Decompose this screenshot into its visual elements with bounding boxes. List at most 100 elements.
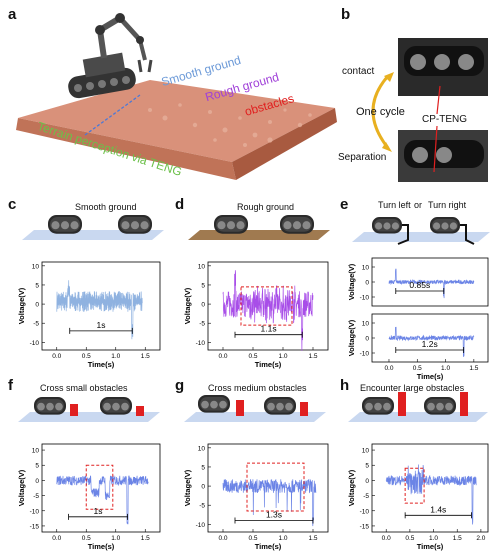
robot-e-2	[430, 217, 460, 234]
plot-f-ytick-label: -10	[30, 508, 40, 515]
plot-c-frame	[41, 261, 161, 351]
plot-c-xtick-label: 0.0	[52, 353, 61, 360]
plot-e-bottom-xtick-label: 0.5	[413, 365, 422, 372]
plot-e-top-ytick-label: 0	[365, 280, 369, 287]
plot-d-ytick-label: 0	[201, 302, 205, 309]
plot-f-xtick-label: 1.0	[111, 535, 120, 542]
robot-e-1	[372, 217, 402, 234]
title-e-or: or	[414, 200, 423, 210]
plot-e-bottom-xlabel: Time(s)	[417, 372, 444, 381]
plot-f-xtick-label: 1.5	[141, 535, 150, 542]
terrain-slab-side	[232, 108, 337, 180]
plot-h-xtick-label: 1.0	[429, 535, 438, 542]
plot-c-xtick-label: 1.5	[141, 353, 150, 360]
plot-g-xtick-label: 1.0	[278, 535, 287, 542]
plot-c-xtick-label: 1.0	[111, 353, 120, 360]
plot-f-xtick-label: 0.5	[82, 535, 91, 542]
plot-f-ytick-label: 10	[32, 448, 40, 455]
plot-c-ytick-label: 0	[35, 302, 39, 309]
robot-h-1	[362, 397, 394, 415]
robot-c-1	[48, 215, 82, 234]
title-d: Rough ground	[237, 202, 295, 212]
title-f: Cross small obstacles	[40, 383, 128, 393]
plot-g-duration-label: 1.3s	[266, 510, 282, 520]
plot-c-ytick-label: 5	[35, 282, 39, 289]
plot-g-frame	[207, 443, 329, 533]
panel-label-e: e	[340, 196, 349, 213]
ground-e	[352, 232, 490, 242]
plot-f-ytick-label: -15	[30, 523, 40, 530]
plot-e-top-ylabel: Voltage(V)	[347, 263, 356, 300]
plot-f-ylabel: Voltage(V)	[17, 469, 26, 506]
plot-g-xtick-label: 0.0	[218, 535, 227, 542]
panel-label-g: g	[175, 377, 185, 394]
plot-d-ytick-label: -10	[196, 340, 206, 347]
plot-g-ytick-label: 0	[201, 484, 205, 491]
plot-d-xlabel: Time(s)	[255, 360, 282, 369]
plot-d-xtick-label: 1.5	[308, 353, 317, 360]
plot-f-ytick-label: -5	[33, 493, 39, 500]
plot-h-xtick-label: 0.5	[405, 535, 414, 542]
plot-e-bottom-ytick-label: -10	[360, 351, 370, 358]
terrain-slab-front	[16, 118, 236, 180]
plot-c-ytick-label: -5	[33, 321, 39, 328]
terrain-divider	[84, 94, 141, 136]
cycle-arrow	[371, 75, 390, 149]
plot-h-signal	[385, 464, 477, 525]
plot-f-xtick-label: 0.0	[52, 535, 61, 542]
plot-h-ylabel: Voltage(V)	[347, 469, 356, 506]
panel-label-h: h	[340, 377, 350, 394]
ground-g	[184, 412, 326, 422]
robot-f-2	[100, 397, 132, 415]
plot-f-xlabel: Time(s)	[88, 542, 115, 551]
plot-h-xtick-label: 2.0	[476, 535, 485, 542]
robot-f-1	[34, 397, 66, 415]
plot-g-ytick-label: 5	[201, 464, 205, 471]
plot-c-ylabel: Voltage(V)	[17, 287, 26, 324]
plot-e-bottom-signal	[388, 326, 475, 357]
plot-h-ytick-label: 0	[365, 478, 369, 485]
terrain-slab-top	[18, 80, 335, 162]
plot-g-ytick-label: 10	[198, 445, 206, 452]
plot-c-signal	[56, 280, 143, 340]
plot-e-top-duration-label: 0.85s	[409, 280, 430, 290]
plot-c-ytick-label: 10	[32, 263, 40, 270]
plot-e-bottom-xtick-label: 1.0	[441, 365, 450, 372]
terrain-rough-texture	[148, 103, 312, 147]
plot-d-frame	[207, 261, 329, 351]
plot-d-ytick-label: 5	[201, 282, 205, 289]
plot-g-xlabel: Time(s)	[255, 542, 282, 551]
turn-right-arrow	[460, 224, 475, 245]
obstacle-g-1	[236, 400, 244, 416]
title-c: Smooth ground	[75, 202, 137, 212]
robot-d-2	[280, 215, 314, 234]
plot-g-signal	[222, 478, 317, 527]
label-cp-teng: CP-TENG	[422, 114, 467, 125]
title-h: Encounter large obstacles	[360, 383, 465, 393]
plot-d-duration-label: 1.1s	[261, 324, 277, 334]
robot-c-2	[118, 215, 152, 234]
plot-e-bottom-xtick-label: 1.5	[469, 365, 478, 372]
obstacle-h-2	[460, 392, 468, 416]
obstacle-f-1	[70, 404, 78, 416]
obstacle-f-2	[136, 406, 144, 416]
plot-h-ytick-label: 10	[362, 448, 370, 455]
plot-g-highlight-box	[246, 462, 305, 512]
plot-h-ytick-label: -15	[360, 523, 370, 530]
plot-d-ylabel: Voltage(V)	[183, 287, 192, 324]
plot-g-ylabel: Voltage(V)	[183, 469, 192, 506]
plot-h-ytick-label: -5	[363, 493, 369, 500]
plot-c-ytick-label: -10	[30, 340, 40, 347]
plot-h-ytick-label: 5	[365, 463, 369, 470]
plot-f-frame	[41, 443, 161, 533]
title-e-left: Turn left	[378, 200, 411, 210]
title-e-right: Turn right	[428, 200, 467, 210]
plot-d-xtick-label: 0.0	[218, 353, 227, 360]
plot-e-bottom-duration-label: 1.2s	[422, 339, 438, 349]
plot-g-ytick-label: -5	[199, 503, 205, 510]
panel-label-c: c	[8, 196, 17, 213]
plot-d-highlight-box	[240, 286, 293, 326]
obstacle-g-2	[300, 402, 308, 416]
